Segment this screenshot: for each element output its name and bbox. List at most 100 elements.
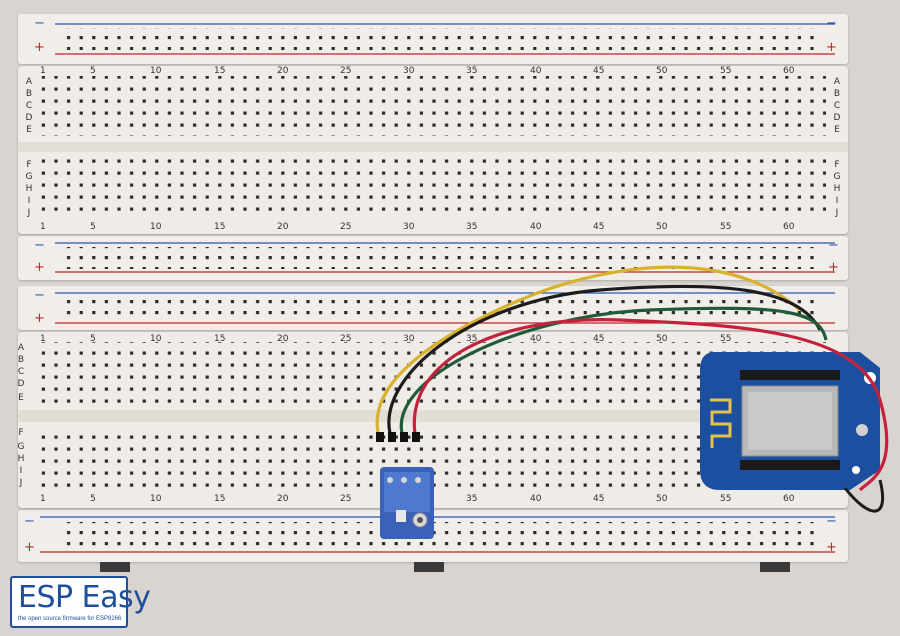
esp-easy-logo: ESP Easy the open source firmware for ES…	[10, 576, 151, 628]
column-number: 15	[214, 334, 226, 344]
row-letter: J	[27, 208, 31, 218]
column-number: 20	[277, 66, 289, 76]
column-number: 55	[720, 66, 732, 76]
row-letter: C	[25, 101, 33, 111]
row-letter: E	[18, 393, 24, 403]
column-number: 1	[40, 66, 46, 76]
column-number: 1	[40, 494, 46, 504]
row-letter: G	[25, 172, 33, 182]
column-number: 30	[403, 334, 415, 344]
row-letter: G	[833, 172, 841, 182]
column-number: 40	[530, 222, 542, 232]
logo-title: ESP Easy	[18, 580, 151, 615]
row-letter: G	[17, 442, 25, 452]
rail-minus-sign-top: −	[34, 16, 45, 31]
rail-plus-sign-mid1: +	[34, 260, 45, 275]
row-letter: D	[17, 379, 25, 389]
column-number: 55	[720, 494, 732, 504]
row-letter: F	[26, 160, 32, 170]
row-letter: A	[17, 343, 25, 353]
column-number: 50	[656, 494, 668, 504]
row-letter: E	[834, 125, 840, 135]
column-number: 35	[466, 334, 478, 344]
row-letter: H	[833, 184, 841, 194]
column-number: 50	[656, 334, 668, 344]
column-number: 10	[150, 66, 162, 76]
logo-subtitle: the open source firmware for ESP8266	[18, 616, 122, 622]
column-number: 20	[277, 334, 289, 344]
column-number: 40	[530, 66, 542, 76]
column-number: 10	[150, 222, 162, 232]
column-number: 35	[466, 494, 478, 504]
rail-plus-sign-bottom: +	[24, 540, 35, 555]
rail-minus-sign-top-right: −	[826, 16, 837, 31]
column-number: 25	[340, 66, 352, 76]
row-letter: H	[25, 184, 33, 194]
rail-plus-sign-top-right: +	[826, 40, 837, 55]
column-number: 60	[783, 66, 795, 76]
d1-mini-board	[700, 352, 880, 490]
column-number: 50	[656, 222, 668, 232]
rail-plus-sign-mid2: +	[34, 311, 45, 326]
row-letter: F	[834, 160, 840, 170]
column-number: 25	[340, 222, 352, 232]
sensor-module	[380, 467, 434, 539]
column-number: 5	[90, 334, 96, 344]
column-number: 20	[277, 494, 289, 504]
column-number: 1	[40, 334, 46, 344]
column-number: 25	[340, 494, 352, 504]
row-letter: B	[833, 89, 841, 99]
column-number: 10	[150, 334, 162, 344]
rail-minus-sign-mid1: −	[34, 238, 45, 253]
rail-plus-sign-mid1-right: +	[828, 260, 839, 275]
column-number: 1	[40, 222, 46, 232]
row-letter: J	[19, 478, 23, 488]
column-number: 20	[277, 222, 289, 232]
column-number: 25	[340, 334, 352, 344]
rail-plus-sign-top: +	[34, 40, 45, 55]
rail-plus-sign-bottom-right: +	[826, 540, 837, 555]
column-number: 5	[90, 222, 96, 232]
column-number: 40	[530, 334, 542, 344]
column-number: 45	[593, 222, 605, 232]
column-number: 55	[720, 222, 732, 232]
row-letter: F	[18, 428, 24, 438]
row-letter: A	[25, 77, 33, 87]
row-letter: B	[25, 89, 33, 99]
column-number: 35	[466, 222, 478, 232]
row-letter: D	[833, 113, 841, 123]
column-number: 45	[593, 334, 605, 344]
column-number: 55	[720, 334, 732, 344]
row-letter: B	[17, 355, 25, 365]
row-letter: H	[17, 454, 25, 464]
column-number: 45	[593, 66, 605, 76]
row-letter: D	[25, 113, 33, 123]
row-letter: C	[17, 367, 25, 377]
column-number: 45	[593, 494, 605, 504]
column-number: 40	[530, 494, 542, 504]
rail-minus-sign-bottom-right: −	[826, 514, 837, 529]
row-letter: E	[26, 125, 32, 135]
column-number: 30	[403, 66, 415, 76]
column-number: 5	[90, 66, 96, 76]
row-letter: C	[833, 101, 841, 111]
rail-minus-sign-bottom: −	[24, 514, 35, 529]
column-number: 50	[656, 66, 668, 76]
column-number: 60	[783, 222, 795, 232]
column-number: 15	[214, 66, 226, 76]
row-letter: I	[835, 196, 839, 206]
column-number: 30	[403, 222, 415, 232]
column-number: 15	[214, 494, 226, 504]
row-letter: I	[27, 196, 31, 206]
row-letter: I	[19, 466, 23, 476]
rail-minus-sign-mid1-right: −	[828, 238, 839, 253]
column-number: 15	[214, 222, 226, 232]
rail-minus-sign-mid2: −	[34, 288, 45, 303]
column-number: 35	[466, 66, 478, 76]
column-number: 5	[90, 494, 96, 504]
row-letter: A	[833, 77, 841, 87]
column-number: 10	[150, 494, 162, 504]
column-number: 60	[783, 494, 795, 504]
